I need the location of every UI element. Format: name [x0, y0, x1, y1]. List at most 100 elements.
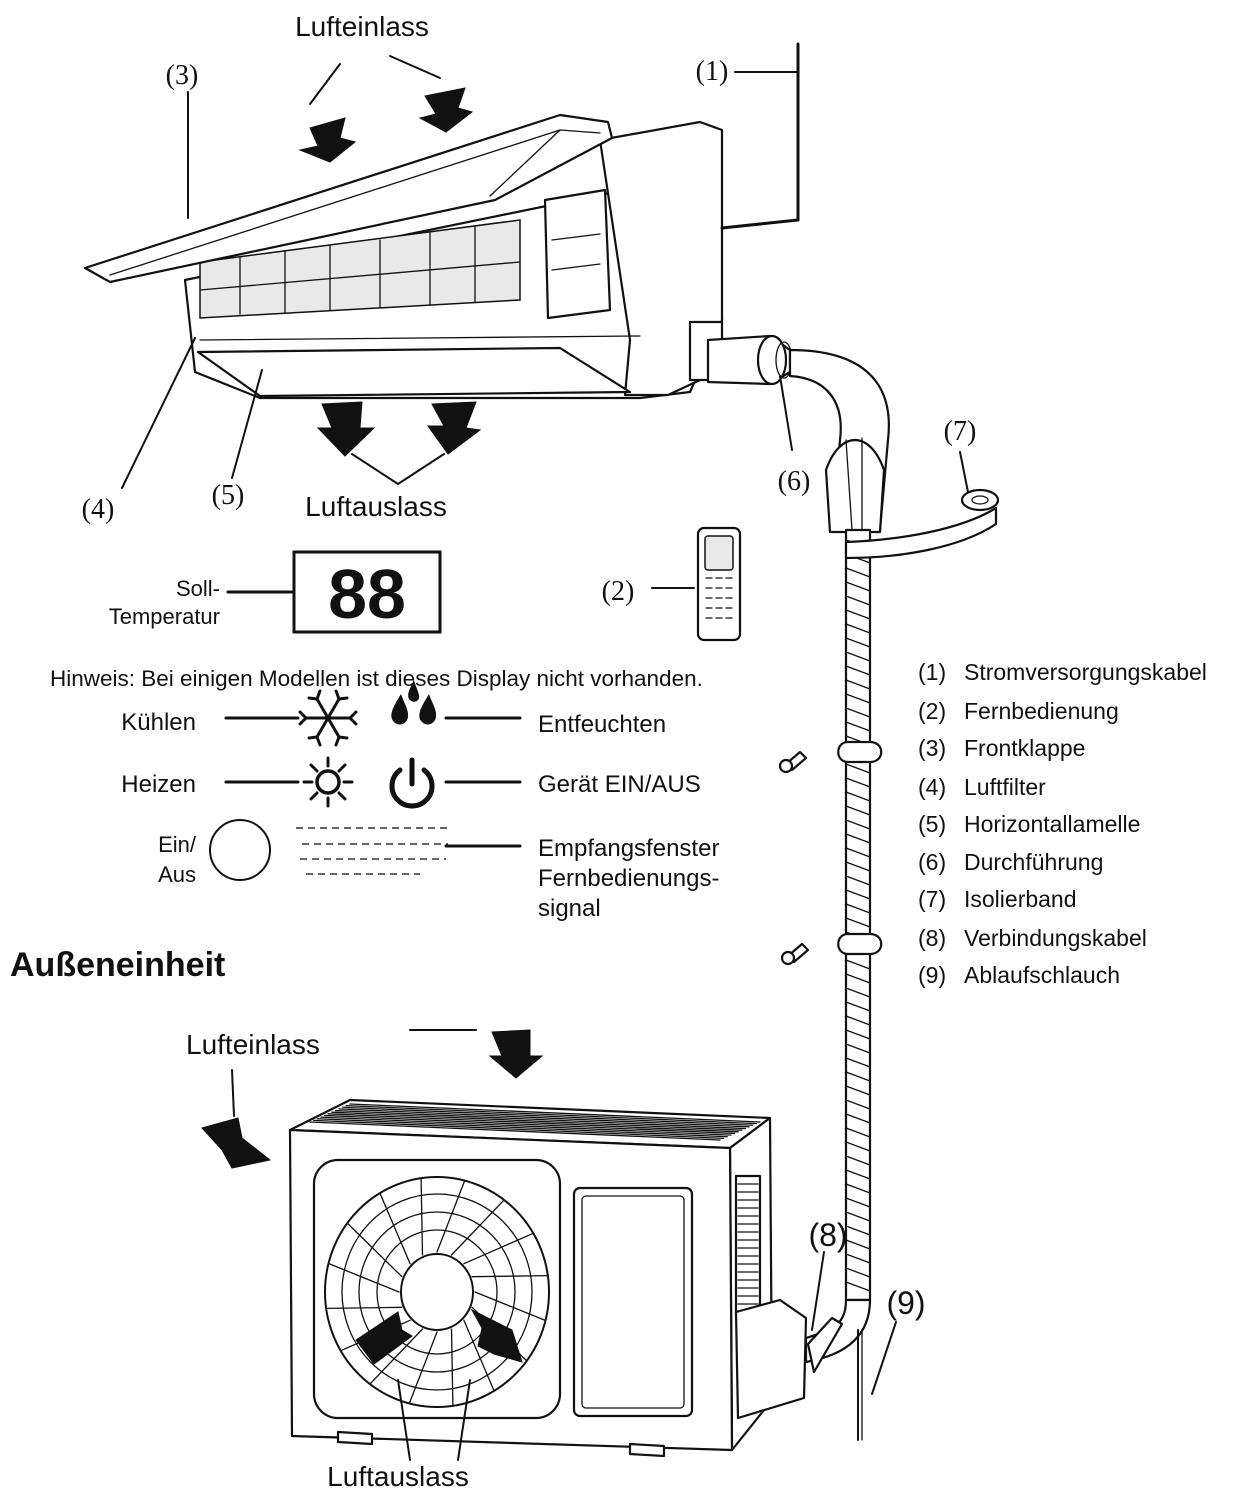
- hose-wrap-stroke: [845, 1211, 871, 1222]
- hose-wrap-stroke: [845, 679, 871, 690]
- insulation-tape: [844, 506, 998, 560]
- hose-wrap-stroke: [845, 819, 871, 830]
- hose-wrap-stroke: [845, 693, 871, 704]
- fan-spoke: [369, 1328, 424, 1385]
- hose-wrap-stroke: [845, 623, 871, 634]
- indoor-air-outlet-label: Luftauslass: [305, 491, 447, 522]
- callout-2: (2): [602, 576, 635, 607]
- callout-5: (5): [212, 480, 245, 511]
- callout-3: (3): [166, 60, 199, 91]
- hose-wrap-stroke: [845, 875, 871, 886]
- indoor-air-inlet-label: Lufteinlass: [295, 11, 429, 42]
- legend-num: (9): [918, 962, 946, 988]
- top-grill-slat: [309, 1121, 721, 1141]
- hose-wrap-stroke: [845, 1113, 871, 1124]
- top-grill-slat: [334, 1109, 747, 1130]
- cooling-label: Kühlen: [121, 709, 196, 736]
- legend-label: Frontklappe: [964, 735, 1085, 761]
- air-outlet-arrow-left: [316, 401, 376, 457]
- hose-wrap-stroke: [845, 847, 871, 858]
- top-grill-slat: [345, 1104, 758, 1125]
- hose-wrap-stroke: [845, 1253, 871, 1264]
- legend-num: (1): [918, 659, 946, 685]
- fan-spoke: [450, 1328, 454, 1407]
- air-filter: [199, 219, 521, 319]
- hose-wrap-stroke: [845, 609, 871, 620]
- hose-wrap-stroke: [845, 1029, 871, 1040]
- receiver-label-line1: Empfangsfenster: [538, 835, 719, 862]
- power-icon: [389, 757, 435, 809]
- hose-wrap-stroke: [845, 1141, 871, 1152]
- top-grill-slat: [349, 1103, 761, 1123]
- remote-control: [651, 526, 742, 642]
- fan-spoke: [436, 1179, 466, 1253]
- legend-num: (6): [918, 849, 946, 875]
- side-grill: [734, 1174, 762, 1318]
- outdoor-heading: Außeneinheit: [10, 946, 225, 984]
- legend: (1) Stromversorgungskabel (2) Fernbedien…: [918, 659, 1207, 988]
- legend-num: (5): [918, 811, 946, 837]
- hose-wrap-stroke: [845, 581, 871, 592]
- temperature-display-frame: [292, 550, 442, 634]
- hose-wrap-stroke: [845, 959, 871, 970]
- power-label: Gerät EIN/AUS: [538, 771, 701, 798]
- legend-label: Luftfilter: [964, 774, 1046, 800]
- hose-wrap-stroke: [845, 833, 871, 844]
- callout-9: (9): [886, 1285, 925, 1321]
- hose-wrap-stroke: [845, 1169, 871, 1180]
- fan-spoke: [327, 1262, 400, 1293]
- fan-spoke: [346, 1222, 403, 1278]
- hose-wrap-stroke: [845, 1267, 871, 1278]
- outdoor-outlet-arrow-left: [355, 1311, 413, 1365]
- legend-num: (7): [918, 886, 946, 912]
- hose-wrap-stroke: [845, 1183, 871, 1194]
- dehumidify-label: Entfeuchten: [538, 711, 666, 738]
- hose-wrap-stroke: [845, 1239, 871, 1250]
- fan-spoke: [408, 1331, 438, 1405]
- fan-spoke: [450, 1199, 505, 1256]
- set-temp-label-line1: Soll-: [176, 576, 220, 601]
- hose-wrap-stroke: [845, 721, 871, 732]
- receiver-label-line2: Fernbedienungs-: [538, 865, 719, 892]
- air-inlet-arrow-right: [418, 87, 474, 133]
- sun-icon: [302, 756, 354, 808]
- hose-wrap-stroke: [845, 861, 871, 872]
- callout-1: (1): [696, 56, 729, 87]
- legend-num: (8): [918, 925, 946, 951]
- hose-wrap-stroke: [845, 637, 871, 648]
- outdoor-outlet-arrow-right: [470, 1308, 523, 1363]
- outdoor-inlet-arrow-top: [488, 1029, 544, 1079]
- screw-lower: [780, 942, 810, 966]
- hose-wrap-stroke: [845, 1085, 871, 1096]
- hose-wrap-stroke: [845, 777, 871, 788]
- outdoor-front-panel: [572, 1186, 694, 1418]
- temperature-display-digits: 88: [328, 555, 406, 633]
- remote-screen: [704, 535, 734, 571]
- legend-num: (2): [918, 698, 946, 724]
- hose-wrap-stroke: [845, 595, 871, 606]
- air-inlet-arrow-left: [298, 117, 357, 163]
- receiver-window: [296, 827, 450, 875]
- legend-label: Isolierband: [964, 886, 1077, 912]
- power-cable: [720, 42, 800, 230]
- hose-wrap-stroke: [845, 1071, 871, 1082]
- hose-wrap-stroke: [845, 1281, 871, 1292]
- legend-label: Fernbedienung: [964, 698, 1119, 724]
- hose-wrap-stroke: [845, 707, 871, 718]
- legend-label: Horizontallamelle: [964, 811, 1140, 837]
- hose-wrap-stroke: [845, 651, 871, 662]
- legend-num: (4): [918, 774, 946, 800]
- top-grill-slat: [316, 1118, 728, 1138]
- fan-spoke: [379, 1192, 411, 1265]
- legend-num: (3): [918, 735, 946, 761]
- hose-wrap-stroke: [845, 903, 871, 914]
- legend-label: Durchführung: [964, 849, 1103, 875]
- fan-spoke: [471, 1274, 549, 1278]
- pipe-clamp-upper: [837, 740, 883, 764]
- hose-wrap-stroke: [845, 987, 871, 998]
- legend-label: Verbindungskabel: [964, 925, 1147, 951]
- fan-spoke: [420, 1177, 424, 1256]
- fan-spoke: [463, 1232, 534, 1265]
- receiver-label-line3: signal: [538, 895, 601, 922]
- outdoor-air-inlet-label: Lufteinlass: [186, 1029, 320, 1060]
